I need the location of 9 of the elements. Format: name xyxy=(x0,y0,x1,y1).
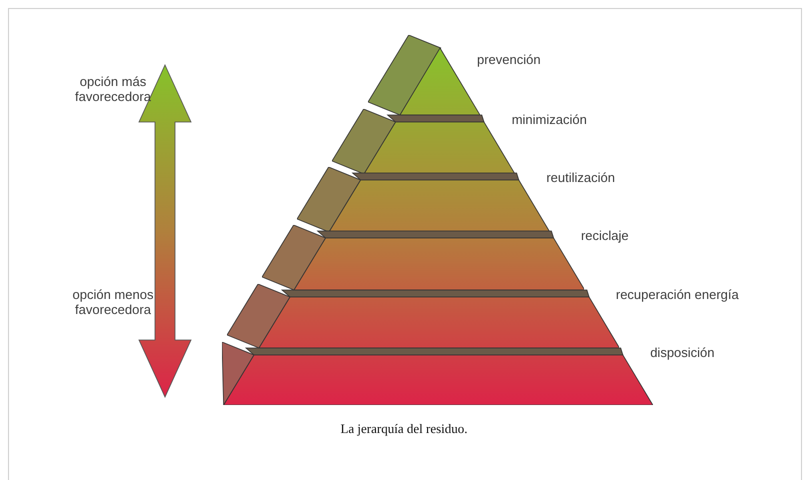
tier-label: minimización xyxy=(512,112,587,128)
tier-label: reciclaje xyxy=(580,228,629,244)
tier-label: disposición xyxy=(650,345,715,361)
axis-label: opción menos favorecedora xyxy=(72,287,154,317)
axis-label: opción más favorecedora xyxy=(74,74,152,104)
tier-label: reutilización xyxy=(546,170,615,186)
tier-label: prevención xyxy=(476,52,541,68)
caption: La jerarquía del residuo. xyxy=(339,421,469,437)
tier-label: recuperación energía xyxy=(616,287,739,303)
